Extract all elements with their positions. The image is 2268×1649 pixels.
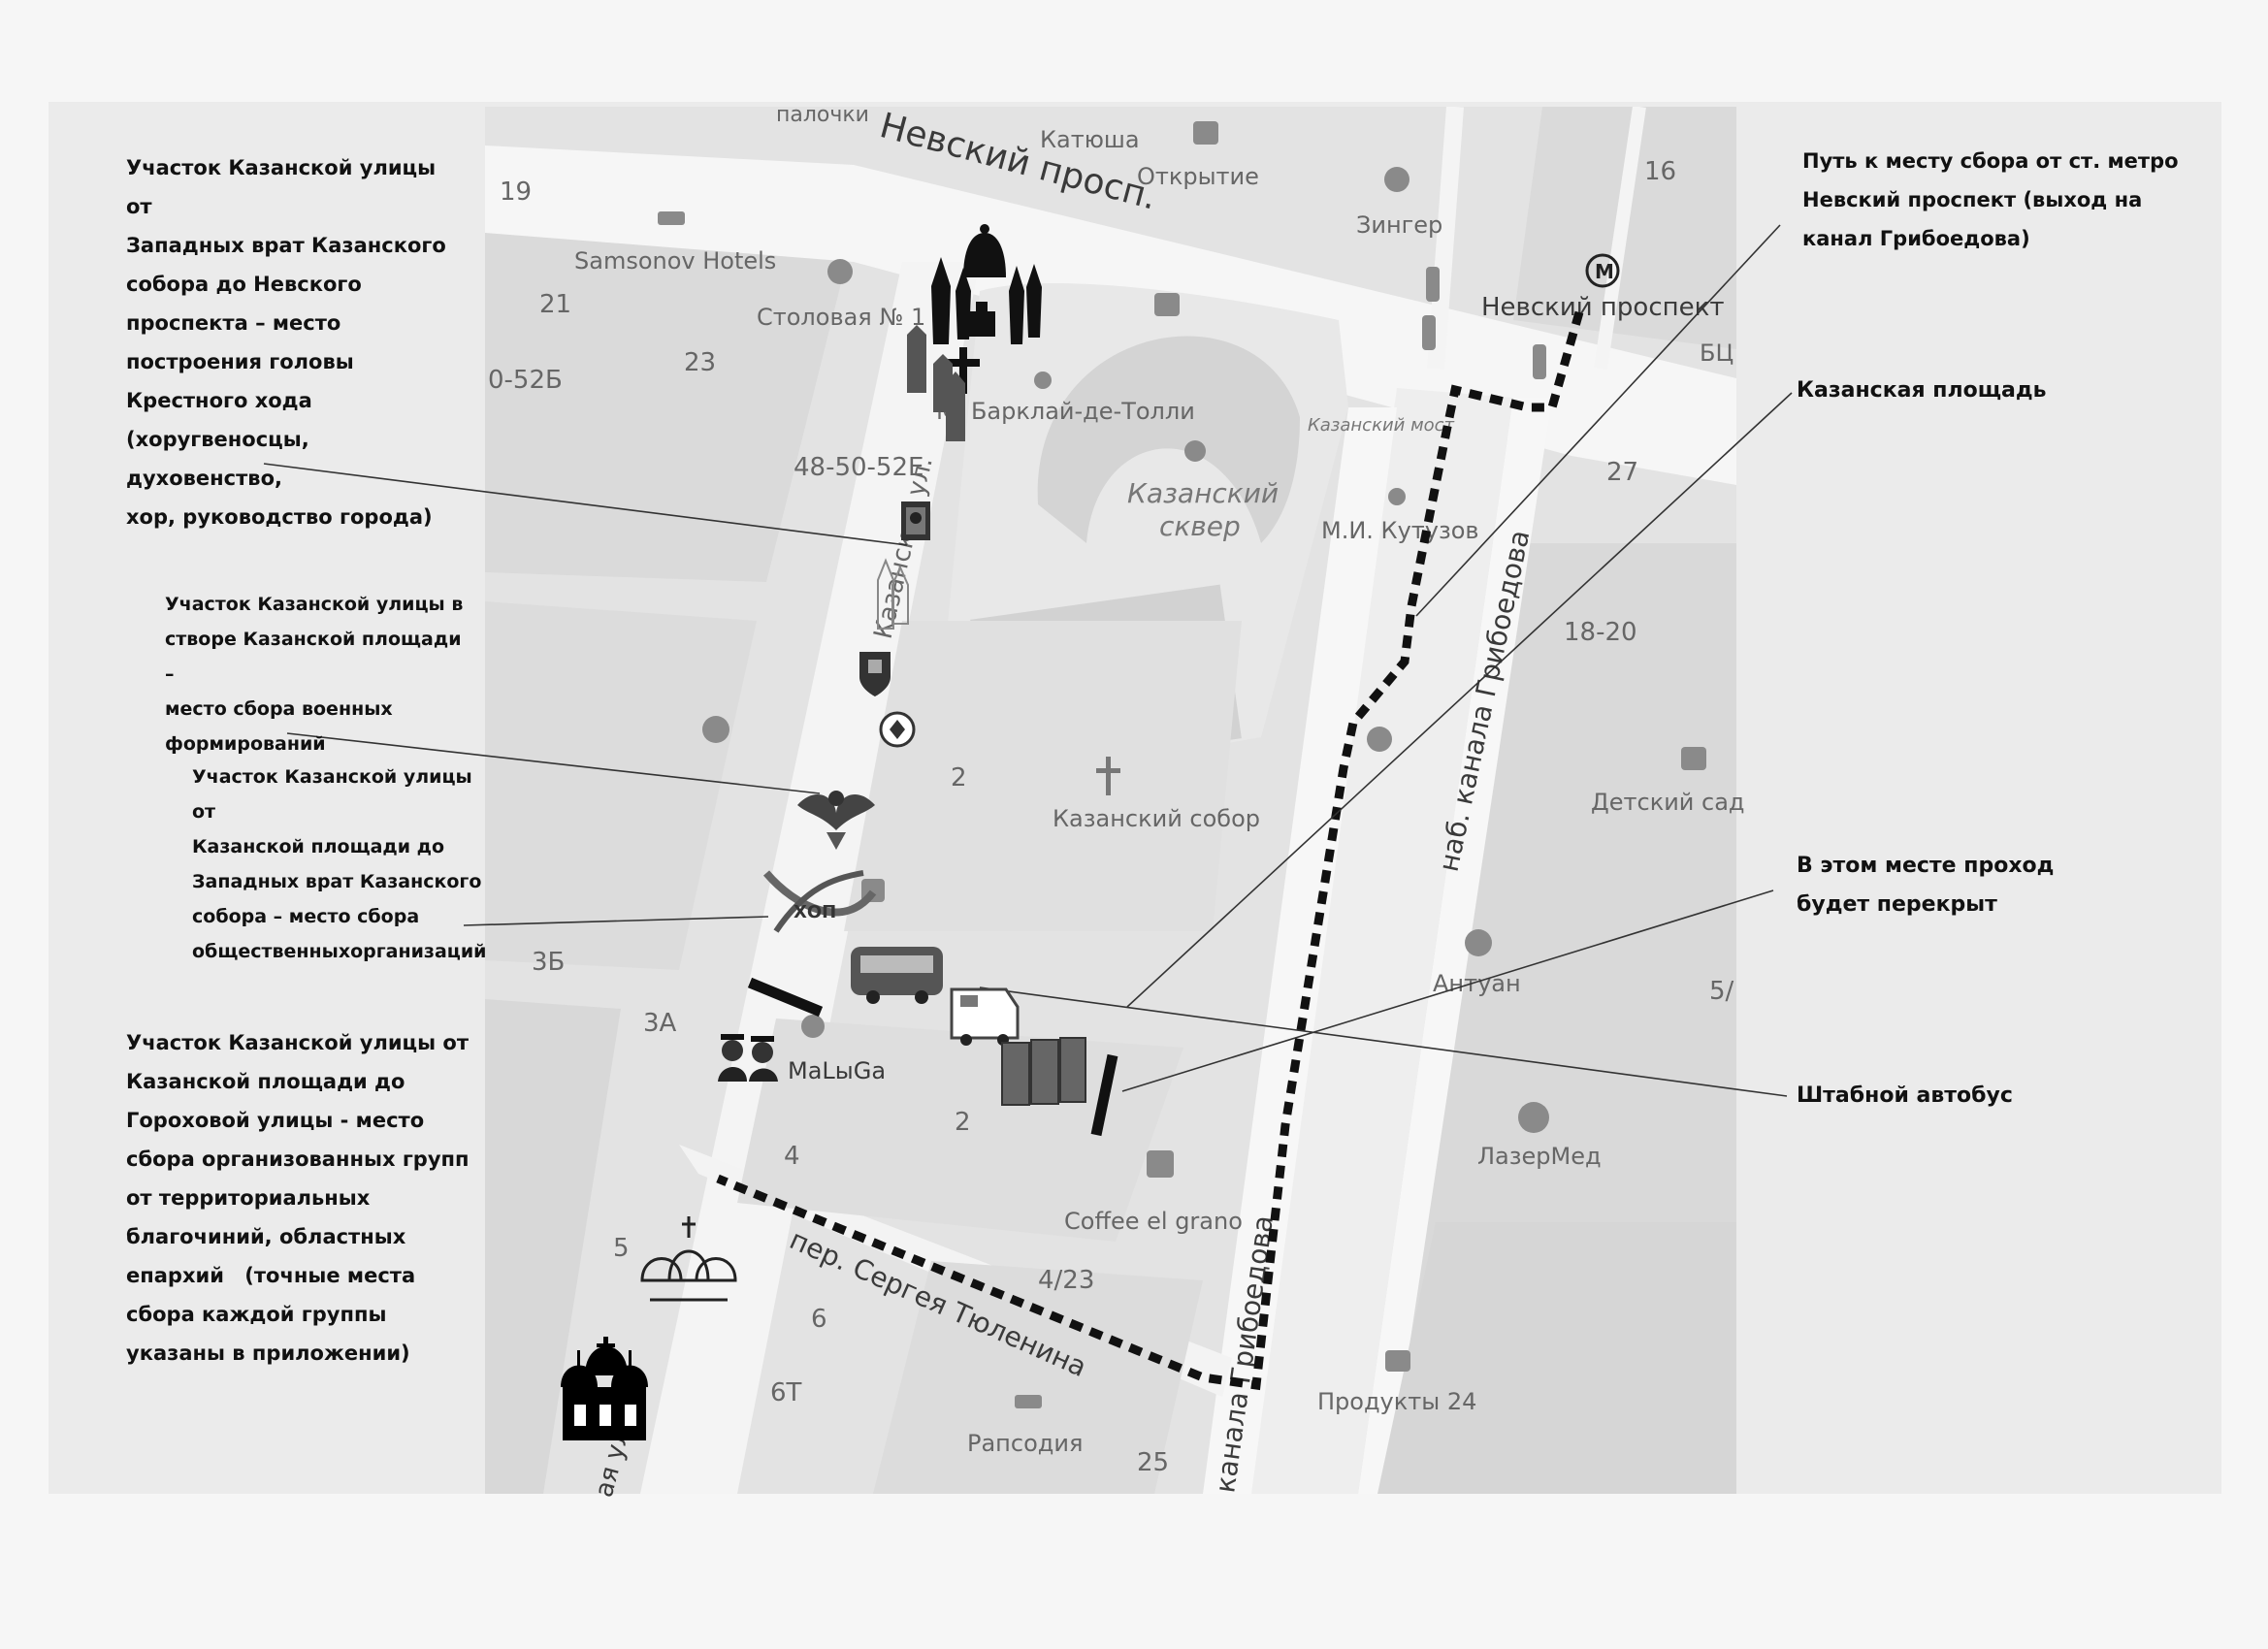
- organization-logo-icon: ХОП: [762, 870, 877, 933]
- bc-label: БЦ: [1700, 340, 1733, 367]
- hospital-icon: [1518, 1102, 1549, 1133]
- metro-icon: M: [1585, 253, 1620, 288]
- cafe-icon: [1465, 929, 1492, 956]
- house-number: 5: [613, 1234, 630, 1263]
- house-number: 3А: [643, 1009, 677, 1038]
- eagle-emblem-icon: [797, 791, 875, 850]
- annotation-procession-head: Участок Казанской улицы от Западных врат…: [126, 156, 446, 529]
- house-number: 6Т: [770, 1378, 802, 1407]
- leader-lines: [263, 224, 1793, 1097]
- monument-icon: [1184, 440, 1206, 462]
- lazermed-label: ЛазерМед: [1477, 1143, 1602, 1170]
- toilet-cabins-icon: [1001, 1037, 1086, 1106]
- shop-icon: [1422, 267, 1546, 379]
- nevsky-metro-label: Невский проспект: [1481, 293, 1724, 322]
- ambulance-icon: [950, 987, 1020, 1046]
- house-number: 6: [811, 1305, 827, 1334]
- bell-icon: [963, 224, 1006, 277]
- cathedral-icon: [561, 1337, 648, 1440]
- katyusha-label: Катюша: [1040, 126, 1140, 153]
- lantern-icon: [968, 302, 995, 337]
- zinger-label: Зингер: [1356, 211, 1442, 239]
- monument-icon: [1388, 488, 1406, 505]
- annotation-hq-bus: Штабной автобус: [1797, 1083, 2013, 1108]
- kazansky-sobor-label: Казанский собор: [1053, 805, 1260, 832]
- route-path: [716, 310, 1584, 1391]
- shop-icon: [1681, 747, 1706, 770]
- annotation-organized-groups: Участок Казанской улицы от Казанской пло…: [126, 985, 475, 1411]
- otkrytie-label: Открытие: [1137, 163, 1259, 190]
- svg-text:ХОП: ХОП: [794, 902, 836, 922]
- malyga-label: МаLыGа: [788, 1057, 886, 1084]
- house-number: 2: [951, 763, 967, 792]
- annotation-organized-groups-text: Участок Казанской улицы от Казанской пло…: [126, 1031, 470, 1287]
- house-number: 48-50-52Е: [794, 453, 923, 482]
- organization-logo-icon: [879, 711, 916, 748]
- hotel-icon: [658, 211, 685, 225]
- detsky-sad-label: Детский сад: [1591, 789, 1745, 816]
- cafe-icon: [1147, 1150, 1174, 1178]
- house-number: 23: [684, 348, 716, 377]
- icon-image: [901, 501, 930, 540]
- house-number: 3Б: [532, 948, 565, 977]
- hotel-icon: [1015, 1395, 1042, 1408]
- tree-icon: [702, 716, 729, 743]
- kutuzov-label: М.И. Кутузов: [1321, 517, 1479, 544]
- coat-of-arms-icon: [859, 652, 891, 696]
- annotation-public-organizations: Участок Казанской улицы от Казанской пло…: [192, 766, 487, 962]
- annotation-organized-groups-note: (точные места: [244, 1264, 416, 1287]
- shop-icon: [1385, 1350, 1410, 1372]
- poi-markers: M: [658, 121, 1706, 1408]
- shop-icon: [1193, 121, 1218, 145]
- blocked-passages: [747, 977, 1118, 1137]
- anchor-icon: [1367, 727, 1392, 752]
- house-number: 16: [1644, 157, 1676, 186]
- house-number: 21: [539, 290, 571, 319]
- shop-icon: [1154, 293, 1180, 316]
- rapsodiya-label: Рапсодия: [967, 1430, 1083, 1457]
- students-icon: [718, 1034, 778, 1082]
- cafe-icon: [801, 1015, 825, 1038]
- barclay-label: М. Барклай-де-Толли: [936, 398, 1195, 425]
- house-number: 27: [1606, 458, 1638, 487]
- svg-text:M: M: [1595, 260, 1614, 283]
- priest-icon: [931, 257, 1042, 344]
- house-number: 18-20: [1564, 618, 1637, 647]
- annotation-organized-groups-note-2: сбора каждой группы указаны в приложении…: [126, 1303, 410, 1365]
- bus-icon: [851, 947, 943, 1004]
- palochki-label: палочки: [776, 103, 869, 127]
- map-base: [485, 107, 1736, 1494]
- monument-icon: [1034, 372, 1052, 389]
- house-number: 25: [1137, 1448, 1169, 1477]
- kazansky-skver-label-1: Казанский: [1127, 477, 1279, 509]
- priest-icon: [907, 325, 965, 441]
- annotation-kazan-square: Казанская площадь: [1797, 378, 2047, 403]
- house-number: 19: [500, 178, 532, 207]
- kazansky-most-label: Казанский мост: [1308, 415, 1455, 436]
- stolovaya-label: Столовая № 1: [757, 304, 925, 331]
- church-domes-icon: [640, 1216, 737, 1302]
- coffee-label: Coffee el grano: [1064, 1208, 1243, 1235]
- annotation-blocked-passage: В этом месте проход будет перекрыт: [1797, 854, 2055, 917]
- cross-icon: [1096, 757, 1120, 795]
- cafe-icon: [827, 259, 853, 284]
- antuan-label: Антуан: [1433, 970, 1521, 997]
- house-number: 0-52Б: [488, 366, 563, 395]
- produkty-label: Продукты 24: [1317, 1388, 1476, 1415]
- house-number: 5/: [1709, 977, 1734, 1006]
- annotation-metro-path: Путь к месту сбора от ст. метро Невский …: [1802, 149, 2179, 250]
- house-number: 4/23: [1038, 1266, 1094, 1295]
- kazansky-skver-label-2: сквер: [1159, 510, 1241, 542]
- house-number: 4: [784, 1142, 800, 1171]
- samsonov-label: Samsonov Hotels: [574, 247, 776, 275]
- cafe-icon: [1384, 167, 1409, 192]
- priest-icon: [877, 558, 909, 630]
- house-number: 2: [955, 1108, 971, 1137]
- cross-icon: [947, 347, 980, 394]
- annotation-military-assembly: Участок Казанской улицы в створе Казанск…: [165, 594, 464, 755]
